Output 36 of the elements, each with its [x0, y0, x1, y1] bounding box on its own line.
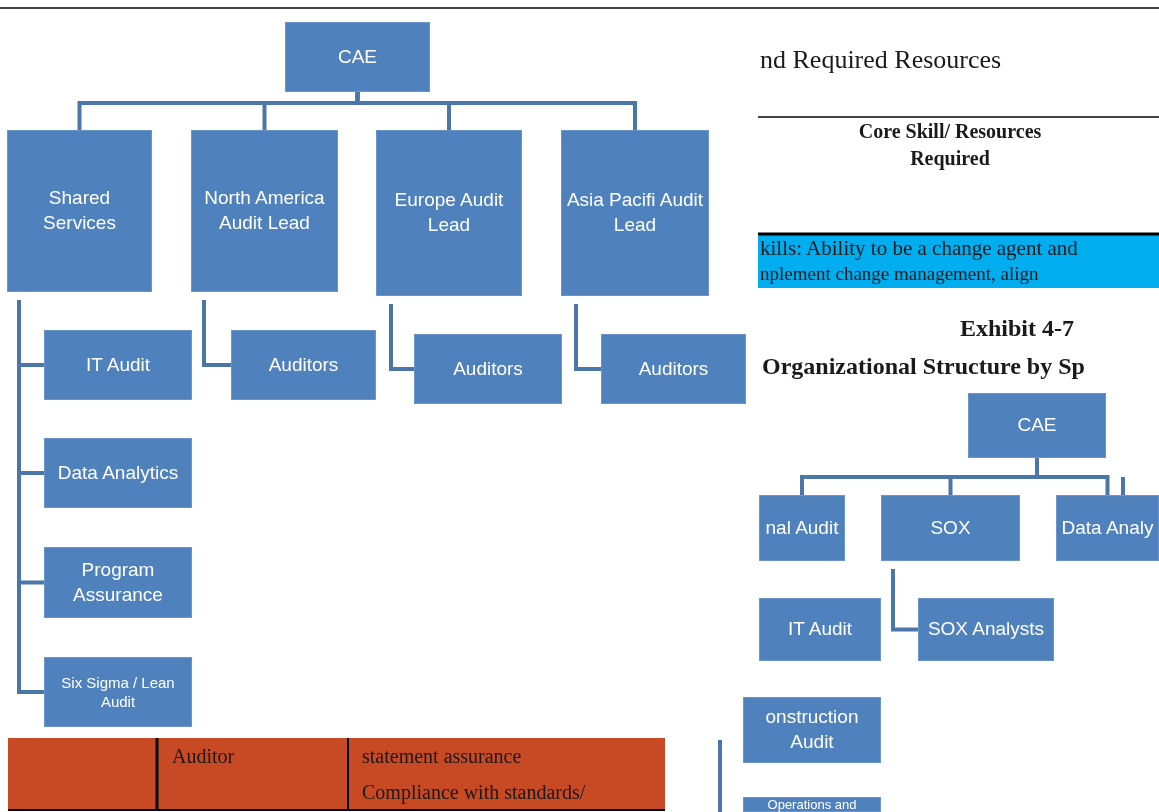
org-box: North America Audit Lead — [191, 130, 338, 292]
connector-line — [202, 300, 231, 367]
org-box: Data Analy — [1056, 495, 1159, 561]
connector-line — [389, 304, 414, 371]
org-box: IT Audit — [44, 330, 192, 400]
org-box: CAE — [968, 393, 1106, 458]
exhibit-title: Organizational Structure by Sp — [762, 352, 1085, 381]
connector-line — [574, 304, 601, 371]
org-box: IT Audit — [759, 598, 881, 661]
org-box: SOX Analysts — [918, 598, 1054, 661]
section-heading: nd Required Resources — [760, 44, 1002, 76]
org-box: Operations and — [743, 797, 881, 812]
org-box: CAE — [285, 22, 430, 92]
org-box: Europe Audit Lead — [376, 130, 522, 296]
org-box: Auditors — [601, 334, 746, 404]
table-text: statement assurance — [362, 744, 522, 768]
org-box: Asia Pacifi Audit Lead — [561, 130, 709, 296]
table-text: Core Skill/ Resources Required — [857, 119, 1043, 172]
connector-line — [355, 92, 637, 130]
connector-line — [891, 569, 918, 632]
connector-line — [1035, 458, 1110, 495]
table-text: Auditor — [172, 744, 235, 768]
org-box: Auditors — [231, 330, 376, 400]
table-text: nplement change management, align — [760, 263, 1039, 286]
org-box: Shared Services — [7, 130, 152, 292]
table-text: kills: Ability to be a change agent and — [760, 236, 1078, 262]
org-box: Six Sigma / Lean Audit — [44, 657, 192, 727]
exhibit-title: Exhibit 4-7 — [960, 314, 1075, 343]
org-box: Data Analytics — [44, 438, 192, 508]
org-box: nal Audit — [759, 495, 845, 561]
connector-line — [17, 300, 44, 694]
org-box: onstruction Audit — [743, 697, 881, 763]
table-text: Compliance with standards/ — [362, 780, 586, 804]
org-box: Program Assurance — [44, 547, 192, 618]
org-box: Auditors — [414, 334, 562, 404]
org-box: SOX — [881, 495, 1020, 561]
